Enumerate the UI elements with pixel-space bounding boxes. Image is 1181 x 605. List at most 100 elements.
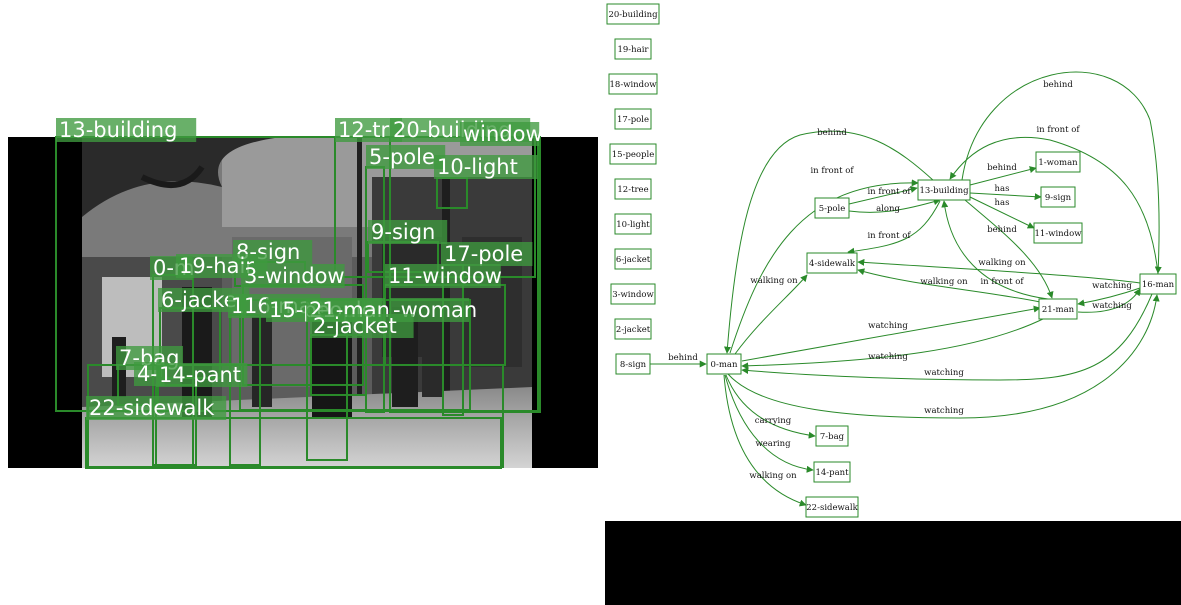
- graph-node-11-window: 11-window: [1033, 222, 1083, 244]
- graph-node-18-window: 18-window: [608, 73, 658, 95]
- box-label-2-jacket: 2-jacket: [310, 314, 414, 338]
- graph-node-19-hair: 19-hair: [614, 38, 652, 60]
- graph-node-3-window: 3-window: [610, 283, 656, 305]
- box-10-light: [436, 177, 468, 209]
- graph-edge-label: watching: [924, 406, 964, 416]
- graph-node-16-man: 16-man: [1139, 273, 1177, 295]
- graph-edge-21-man-16-man: [1077, 288, 1141, 313]
- box-label-6-jacket: 6-jacke: [158, 288, 250, 312]
- graph-edge-label: watching: [868, 352, 908, 362]
- graph-node-label: 6-jacket: [616, 255, 651, 265]
- graph-node-label: 13-building: [919, 186, 969, 196]
- graph-node-label: 8-sign: [620, 360, 647, 370]
- graph-node-label: 0-man: [711, 360, 738, 370]
- box-21-man: [306, 319, 348, 461]
- box-5-pole: [365, 166, 385, 413]
- box-label-text: 12-tr: [338, 118, 390, 142]
- box-label-18-window: window: [460, 122, 543, 146]
- graph-node-20-building: 20-building: [606, 3, 660, 25]
- graph-edge-label: walking on: [920, 277, 968, 287]
- box-label-text: 6-jacke: [161, 288, 237, 312]
- graph-node-10-light: 10-light: [614, 213, 652, 235]
- graph-node-label: 22-sidewalk: [806, 503, 858, 513]
- graph-edge-label: has: [995, 198, 1010, 208]
- graph-node-13-building: 13-building: [917, 179, 971, 201]
- graph-edges: [650, 71, 1162, 507]
- graph-node-17-pole: 17-pole: [614, 108, 652, 130]
- box-label-text: 2-jacket: [313, 314, 397, 338]
- graph-node-22-sidewalk: 22-sidewalk: [805, 496, 859, 518]
- graph-edge-13-building-11-window: [969, 196, 1035, 229]
- box-label-4-sidewalk: 4-: [134, 362, 165, 386]
- graph-edge-16-man-0-man: [741, 293, 1153, 381]
- graph-edge-label: behind: [987, 163, 1017, 173]
- graph-edge-label: in front of: [980, 277, 1024, 287]
- graph-edge-label: has: [995, 184, 1010, 194]
- graph-node-5-pole: 5-pole: [814, 197, 850, 219]
- graph-edge-0-man-4-sidewalk: [734, 274, 808, 355]
- graph-node-6-jacket: 6-jacket: [614, 248, 652, 270]
- box-22-sidewalk: [85, 417, 502, 469]
- graph-edge-label: behind: [817, 128, 847, 138]
- graph-edge-label: watching: [1092, 281, 1132, 291]
- box-label-text: 11-window: [388, 264, 502, 288]
- graph-node-12-tree: 12-tree: [614, 178, 652, 200]
- graph-edge-21-man-0-man: [741, 317, 1046, 370]
- graph-edge-label: wearing: [755, 439, 791, 449]
- graph-edge-13-building-4-sidewalk: [847, 200, 941, 255]
- graph-node-label: 1-woman: [1038, 158, 1078, 168]
- graph-edge-label: behind: [1043, 80, 1073, 90]
- graph-node-label: 4-sidewalk: [809, 259, 856, 269]
- box-label-17-pole: 17-pole: [441, 242, 533, 266]
- graph-node-label: 20-building: [608, 10, 658, 20]
- graph-edge-13-building-9-sign: [969, 192, 1042, 201]
- graph-edge-label: watching: [924, 368, 964, 378]
- box-label-13-building: 13-building: [56, 118, 197, 142]
- graph-node-label: 2-jacket: [616, 325, 651, 335]
- graph-node-label: 10-light: [616, 220, 650, 230]
- graph-edge-label: in front of: [867, 187, 911, 197]
- box-label-3-window: 3-window: [241, 264, 345, 288]
- graph-edge-0-man-13-building: [729, 179, 919, 354]
- graph-edge-label: watching: [868, 321, 908, 331]
- graph-node-1-woman: 1-woman: [1035, 151, 1081, 173]
- box-label-text: 5-pole: [369, 145, 435, 169]
- graph-edge-label: along: [876, 204, 900, 214]
- graph-node-4-sidewalk: 4-sidewalk: [806, 252, 858, 274]
- graph-edge-label: walking on: [750, 276, 798, 286]
- box-label-11-window: 11-window: [385, 264, 502, 288]
- graph-node-label: 14-pant: [815, 468, 849, 478]
- graph-edge-0-man-16-man: [727, 294, 1160, 419]
- graph-nodes: 20-building19-hair18-window17-pole15-peo…: [606, 3, 1177, 518]
- graph-edge-0-man-21-man: [741, 305, 1041, 362]
- box-label-text: 10-light: [437, 155, 518, 179]
- box-label-text: 3-window: [244, 264, 345, 288]
- graph-node-label: 19-hair: [617, 45, 649, 55]
- graph-edge-5-pole-13-building: [848, 198, 941, 213]
- graph-edge-0-man-14-pant: [724, 374, 814, 473]
- box-label-22-sidewalk: 22-sidewalk: [86, 396, 227, 420]
- graph-edge-label: walking on: [749, 471, 797, 481]
- graph-edge-16-man-4-sidewalk: [857, 258, 1141, 284]
- box-label-text: 9-sign: [371, 220, 435, 244]
- graph-node-label: 9-sign: [1045, 193, 1072, 203]
- graph-edge-label: in front of: [810, 166, 854, 176]
- box-label-text: 13-building: [59, 118, 177, 142]
- scene-graph: behind behind in front of in front of along i…: [606, 3, 1177, 518]
- graph-edge-13-building-21-man: [964, 199, 1054, 299]
- graph-node-label: 21-man: [1042, 305, 1075, 315]
- graph-node-0-man: 0-man: [706, 353, 742, 375]
- graph-edge-label: in front of: [1036, 125, 1080, 135]
- box-label-text: 22-sidewalk: [89, 396, 215, 420]
- graph-edge-label: behind: [987, 225, 1017, 235]
- graph-node-label: 3-window: [612, 290, 654, 300]
- graph-edge-0-man-7-bag: [725, 374, 816, 439]
- graph-node-label: 18-window: [610, 80, 658, 90]
- box-label-text: window: [463, 122, 543, 146]
- graph-node-label: 5-pole: [819, 204, 846, 214]
- graph-node-7-bag: 7-bag: [815, 425, 849, 447]
- box-label-9-sign: 9-sign: [368, 220, 448, 244]
- graph-edge-5-pole-13-building: [848, 186, 918, 205]
- graph-edge-0-man-22-sidewalk: [723, 374, 807, 507]
